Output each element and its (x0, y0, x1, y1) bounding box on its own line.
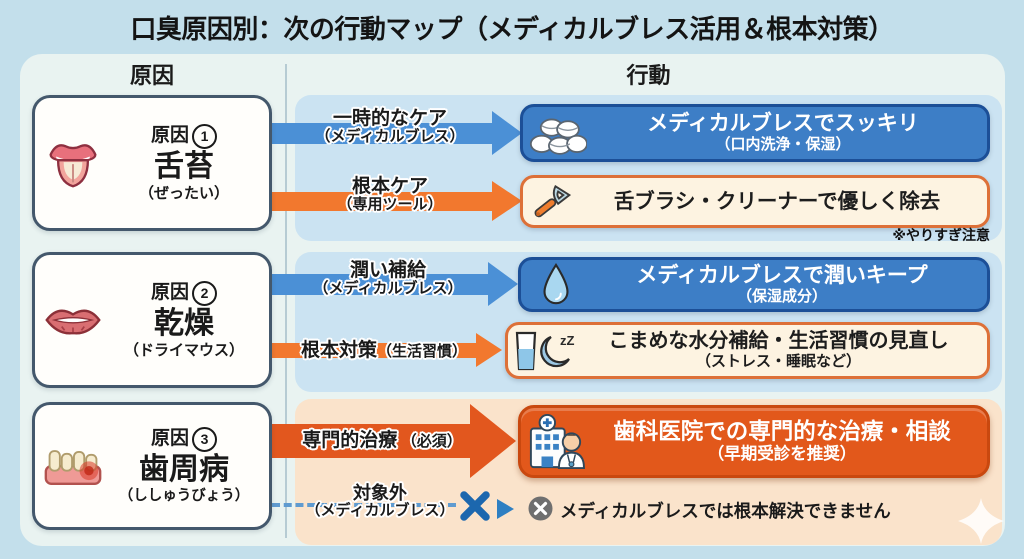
action-box-dental-clinic: 歯科医院での専門的な治療・相談 （早期受診を推奨） (518, 405, 990, 478)
water-glass-moon-icon: zZ (508, 329, 584, 373)
arrow-label-out-of-scope: 対象外 （メディカルブレス） (305, 483, 455, 520)
action-box-tongue-brush: 舌ブラシ・クリーナーで優しく除去 (520, 175, 990, 228)
action-subtitle: （保湿成分） (736, 287, 827, 305)
arrow-label-root-care: 根本ケア （専用ツール） (337, 176, 443, 214)
action-subtitle: （ストレス・睡眠など） (695, 353, 861, 371)
cause-name: 乾燥 (154, 306, 214, 340)
small-arrow-head (497, 499, 514, 519)
action-box-medical-breath-refresh: メディカルブレスでスッキリ （口内洗浄・保湿） (520, 104, 990, 162)
tablets-icon (523, 111, 593, 155)
dashed-connector (272, 503, 456, 507)
arrow-head (470, 404, 516, 478)
x-mark-icon (458, 489, 492, 528)
arrow-label-moisture: 潤い補給 （メディカルブレス） (313, 260, 463, 298)
arrow-shaft (268, 123, 494, 144)
arrow-shaft (268, 192, 494, 211)
action-box-medical-breath-moist: メディカルブレスで潤いキープ （保湿成分） (518, 257, 990, 312)
arrow-head (492, 111, 522, 155)
arrow-shaft (268, 274, 490, 295)
caution-note: ※やりすぎ注意 (892, 227, 990, 243)
tongue-scraper-icon (523, 182, 581, 222)
action-title: こまめな水分補給・生活習慣の見直し (608, 330, 949, 353)
page-title: 口臭原因別：次の行動マップ（メディカルブレス活用＆根本対策） (130, 14, 894, 44)
column-header-cause: 原因 (129, 63, 174, 88)
moon-zz-text: zZ (560, 333, 575, 348)
action-box-hydration-lifestyle: zZ こまめな水分補給・生活習慣の見直し （ストレス・睡眠など） (505, 322, 990, 379)
cause-reading: （ししゅうびょう） (118, 488, 250, 505)
lips-icon (41, 300, 105, 340)
cause-reading: （ドライマウス） (123, 342, 244, 360)
arrow-label-lifestyle: 根本対策（生活習慣） (300, 340, 468, 361)
no-entry-badge-icon (528, 496, 553, 526)
cause-number: 1 (192, 123, 217, 149)
cause-number: 2 (192, 280, 217, 306)
no-solution-message: メディカルブレスでは根本解決できません (560, 501, 891, 521)
arrow-head (488, 262, 518, 306)
action-title: メディカルブレスでスッキリ (647, 112, 919, 136)
hospital-doctor-icon (521, 413, 591, 470)
column-divider (285, 64, 287, 538)
cause-label-text: 原因 (150, 282, 189, 304)
water-drop-icon (521, 262, 591, 307)
action-subtitle: （口内洗浄・保湿） (715, 136, 851, 154)
cause-reading: （ぜったい） (138, 185, 229, 203)
sparkle-icon (958, 498, 1004, 549)
arrow-label-temporary-care: 一時的なケア （メディカルブレス） (315, 108, 465, 146)
action-title: メディカルブレスで潤いキープ (636, 263, 928, 287)
arrow-head (492, 181, 522, 221)
column-header-action: 行動 (626, 63, 671, 88)
arrow-shaft (268, 424, 470, 458)
arrow-shaft (268, 343, 476, 358)
arrow-head (476, 333, 502, 367)
cause-name: 歯周病 (139, 452, 229, 486)
tongue-icon (41, 136, 105, 190)
cause-name: 舌苔 (154, 149, 214, 183)
cause-label-text: 原因 (150, 125, 189, 147)
action-title: 歯科医院での専門的な治療・相談 (613, 419, 951, 445)
gums-icon (41, 445, 105, 487)
arrow-label-professional-treatment: 専門的治療 （必須） (302, 430, 462, 451)
action-title: 舌ブラシ・クリーナーで優しく除去 (613, 189, 941, 213)
cause-number: 3 (192, 426, 217, 452)
cause-label-text: 原因 (150, 428, 189, 450)
action-subtitle: （早期受診を推奨） (707, 444, 857, 463)
